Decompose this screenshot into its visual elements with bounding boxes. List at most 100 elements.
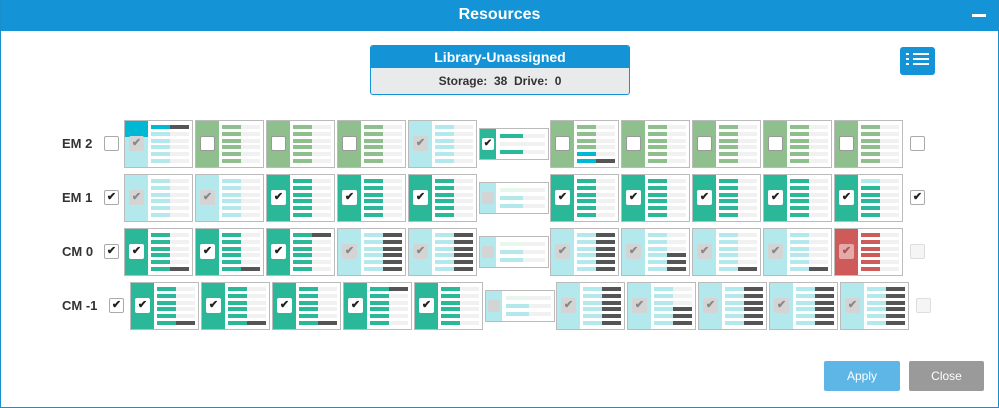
module-checkbox[interactable] (488, 300, 500, 312)
module-checkbox[interactable] (200, 136, 215, 151)
storage-module[interactable]: ✔ (550, 174, 619, 222)
storage-module[interactable]: ✔ (195, 174, 264, 222)
module-checkbox[interactable] (342, 136, 357, 151)
module-checkbox[interactable]: ✔ (271, 244, 286, 259)
storage-module[interactable]: ✔ (621, 228, 690, 276)
storage-module[interactable]: ✔ (201, 282, 270, 330)
storage-module[interactable] (266, 120, 335, 168)
storage-module[interactable]: ✔ (627, 282, 696, 330)
row-end-checkbox[interactable] (910, 136, 925, 151)
storage-module[interactable]: ✔ (556, 282, 625, 330)
storage-module[interactable] (621, 120, 690, 168)
module-checkbox[interactable]: ✔ (342, 244, 357, 259)
storage-module[interactable]: ✔ (550, 228, 619, 276)
row-end-checkbox[interactable]: ✔ (910, 190, 925, 205)
storage-module[interactable]: ✔ (692, 228, 761, 276)
row-select-checkbox[interactable]: ✔ (104, 244, 119, 259)
storage-module[interactable] (834, 120, 903, 168)
storage-module[interactable]: ✔ (834, 228, 903, 276)
module-checkbox[interactable]: ✔ (129, 136, 144, 151)
module-checkbox[interactable]: ✔ (632, 298, 647, 313)
storage-module[interactable]: ✔ (408, 174, 477, 222)
storage-module[interactable]: ✔ (763, 174, 832, 222)
close-button[interactable]: Close (909, 361, 984, 391)
module-checkbox[interactable]: ✔ (129, 244, 144, 259)
storage-module[interactable]: ✔ (769, 282, 838, 330)
storage-module[interactable]: ✔ (840, 282, 909, 330)
module-checkbox[interactable]: ✔ (200, 244, 215, 259)
storage-module[interactable] (550, 120, 619, 168)
row-end-checkbox[interactable] (916, 298, 931, 313)
storage-module[interactable]: ✔ (343, 282, 412, 330)
module-checkbox[interactable]: ✔ (277, 298, 292, 313)
apply-button[interactable]: Apply (824, 361, 900, 391)
storage-module[interactable]: ✔ (266, 174, 335, 222)
module-checkbox[interactable]: ✔ (555, 190, 570, 205)
module-checkbox[interactable] (555, 136, 570, 151)
row-select-checkbox[interactable]: ✔ (104, 190, 119, 205)
module-checkbox[interactable]: ✔ (703, 298, 718, 313)
storage-module[interactable] (692, 120, 761, 168)
storage-module[interactable]: ✔ (408, 228, 477, 276)
storage-module[interactable]: ✔ (272, 282, 341, 330)
module-checkbox[interactable]: ✔ (768, 244, 783, 259)
module-checkbox[interactable] (626, 136, 641, 151)
storage-module[interactable]: ✔ (834, 174, 903, 222)
module-checkbox[interactable]: ✔ (135, 298, 150, 313)
storage-module[interactable]: ✔ (337, 174, 406, 222)
module-checkbox[interactable] (839, 136, 854, 151)
storage-module[interactable]: ✔ (195, 228, 264, 276)
storage-module[interactable]: ✔ (337, 228, 406, 276)
module-checkbox[interactable]: ✔ (561, 298, 576, 313)
module-checkbox[interactable]: ✔ (697, 190, 712, 205)
module-checkbox[interactable] (697, 136, 712, 151)
storage-module[interactable] (763, 120, 832, 168)
module-checkbox[interactable]: ✔ (413, 244, 428, 259)
module-checkbox[interactable]: ✔ (845, 298, 860, 313)
storage-module[interactable]: ✔ (124, 120, 193, 168)
module-checkbox[interactable]: ✔ (413, 190, 428, 205)
storage-module[interactable]: ✔ (692, 174, 761, 222)
module-checkbox[interactable] (482, 246, 494, 258)
module-checkbox[interactable]: ✔ (482, 138, 494, 150)
storage-module[interactable]: ✔ (621, 174, 690, 222)
module-checkbox[interactable]: ✔ (419, 298, 434, 313)
storage-module[interactable] (337, 120, 406, 168)
module-checkbox[interactable]: ✔ (129, 190, 144, 205)
storage-module[interactable] (479, 236, 549, 268)
storage-module[interactable]: ✔ (698, 282, 767, 330)
module-checkbox[interactable]: ✔ (697, 244, 712, 259)
minimize-icon[interactable] (972, 14, 986, 17)
storage-module[interactable] (195, 120, 264, 168)
storage-module[interactable]: ✔ (266, 228, 335, 276)
module-checkbox[interactable]: ✔ (413, 136, 428, 151)
module-checkbox[interactable]: ✔ (774, 298, 789, 313)
storage-module[interactable]: ✔ (130, 282, 199, 330)
list-view-icon[interactable] (900, 47, 935, 75)
storage-module[interactable]: ✔ (414, 282, 483, 330)
module-checkbox[interactable]: ✔ (271, 190, 286, 205)
storage-module[interactable]: ✔ (408, 120, 477, 168)
storage-module[interactable]: ✔ (124, 228, 193, 276)
storage-module[interactable] (479, 182, 549, 214)
module-checkbox[interactable] (482, 192, 494, 204)
module-checkbox[interactable]: ✔ (200, 190, 215, 205)
module-checkbox[interactable] (768, 136, 783, 151)
module-checkbox[interactable]: ✔ (768, 190, 783, 205)
module-checkbox[interactable] (271, 136, 286, 151)
module-checkbox[interactable]: ✔ (626, 190, 641, 205)
row-select-checkbox[interactable]: ✔ (109, 298, 124, 313)
module-checkbox[interactable]: ✔ (839, 190, 854, 205)
row-select-checkbox[interactable] (104, 136, 119, 151)
module-checkbox[interactable]: ✔ (555, 244, 570, 259)
module-checkbox[interactable]: ✔ (206, 298, 221, 313)
row-end-checkbox[interactable] (910, 244, 925, 259)
storage-module[interactable] (485, 290, 555, 322)
storage-module[interactable]: ✔ (124, 174, 193, 222)
module-checkbox[interactable]: ✔ (348, 298, 363, 313)
storage-module[interactable]: ✔ (479, 128, 549, 160)
module-checkbox[interactable]: ✔ (626, 244, 641, 259)
storage-module[interactable]: ✔ (763, 228, 832, 276)
module-checkbox[interactable]: ✔ (839, 244, 854, 259)
module-checkbox[interactable]: ✔ (342, 190, 357, 205)
